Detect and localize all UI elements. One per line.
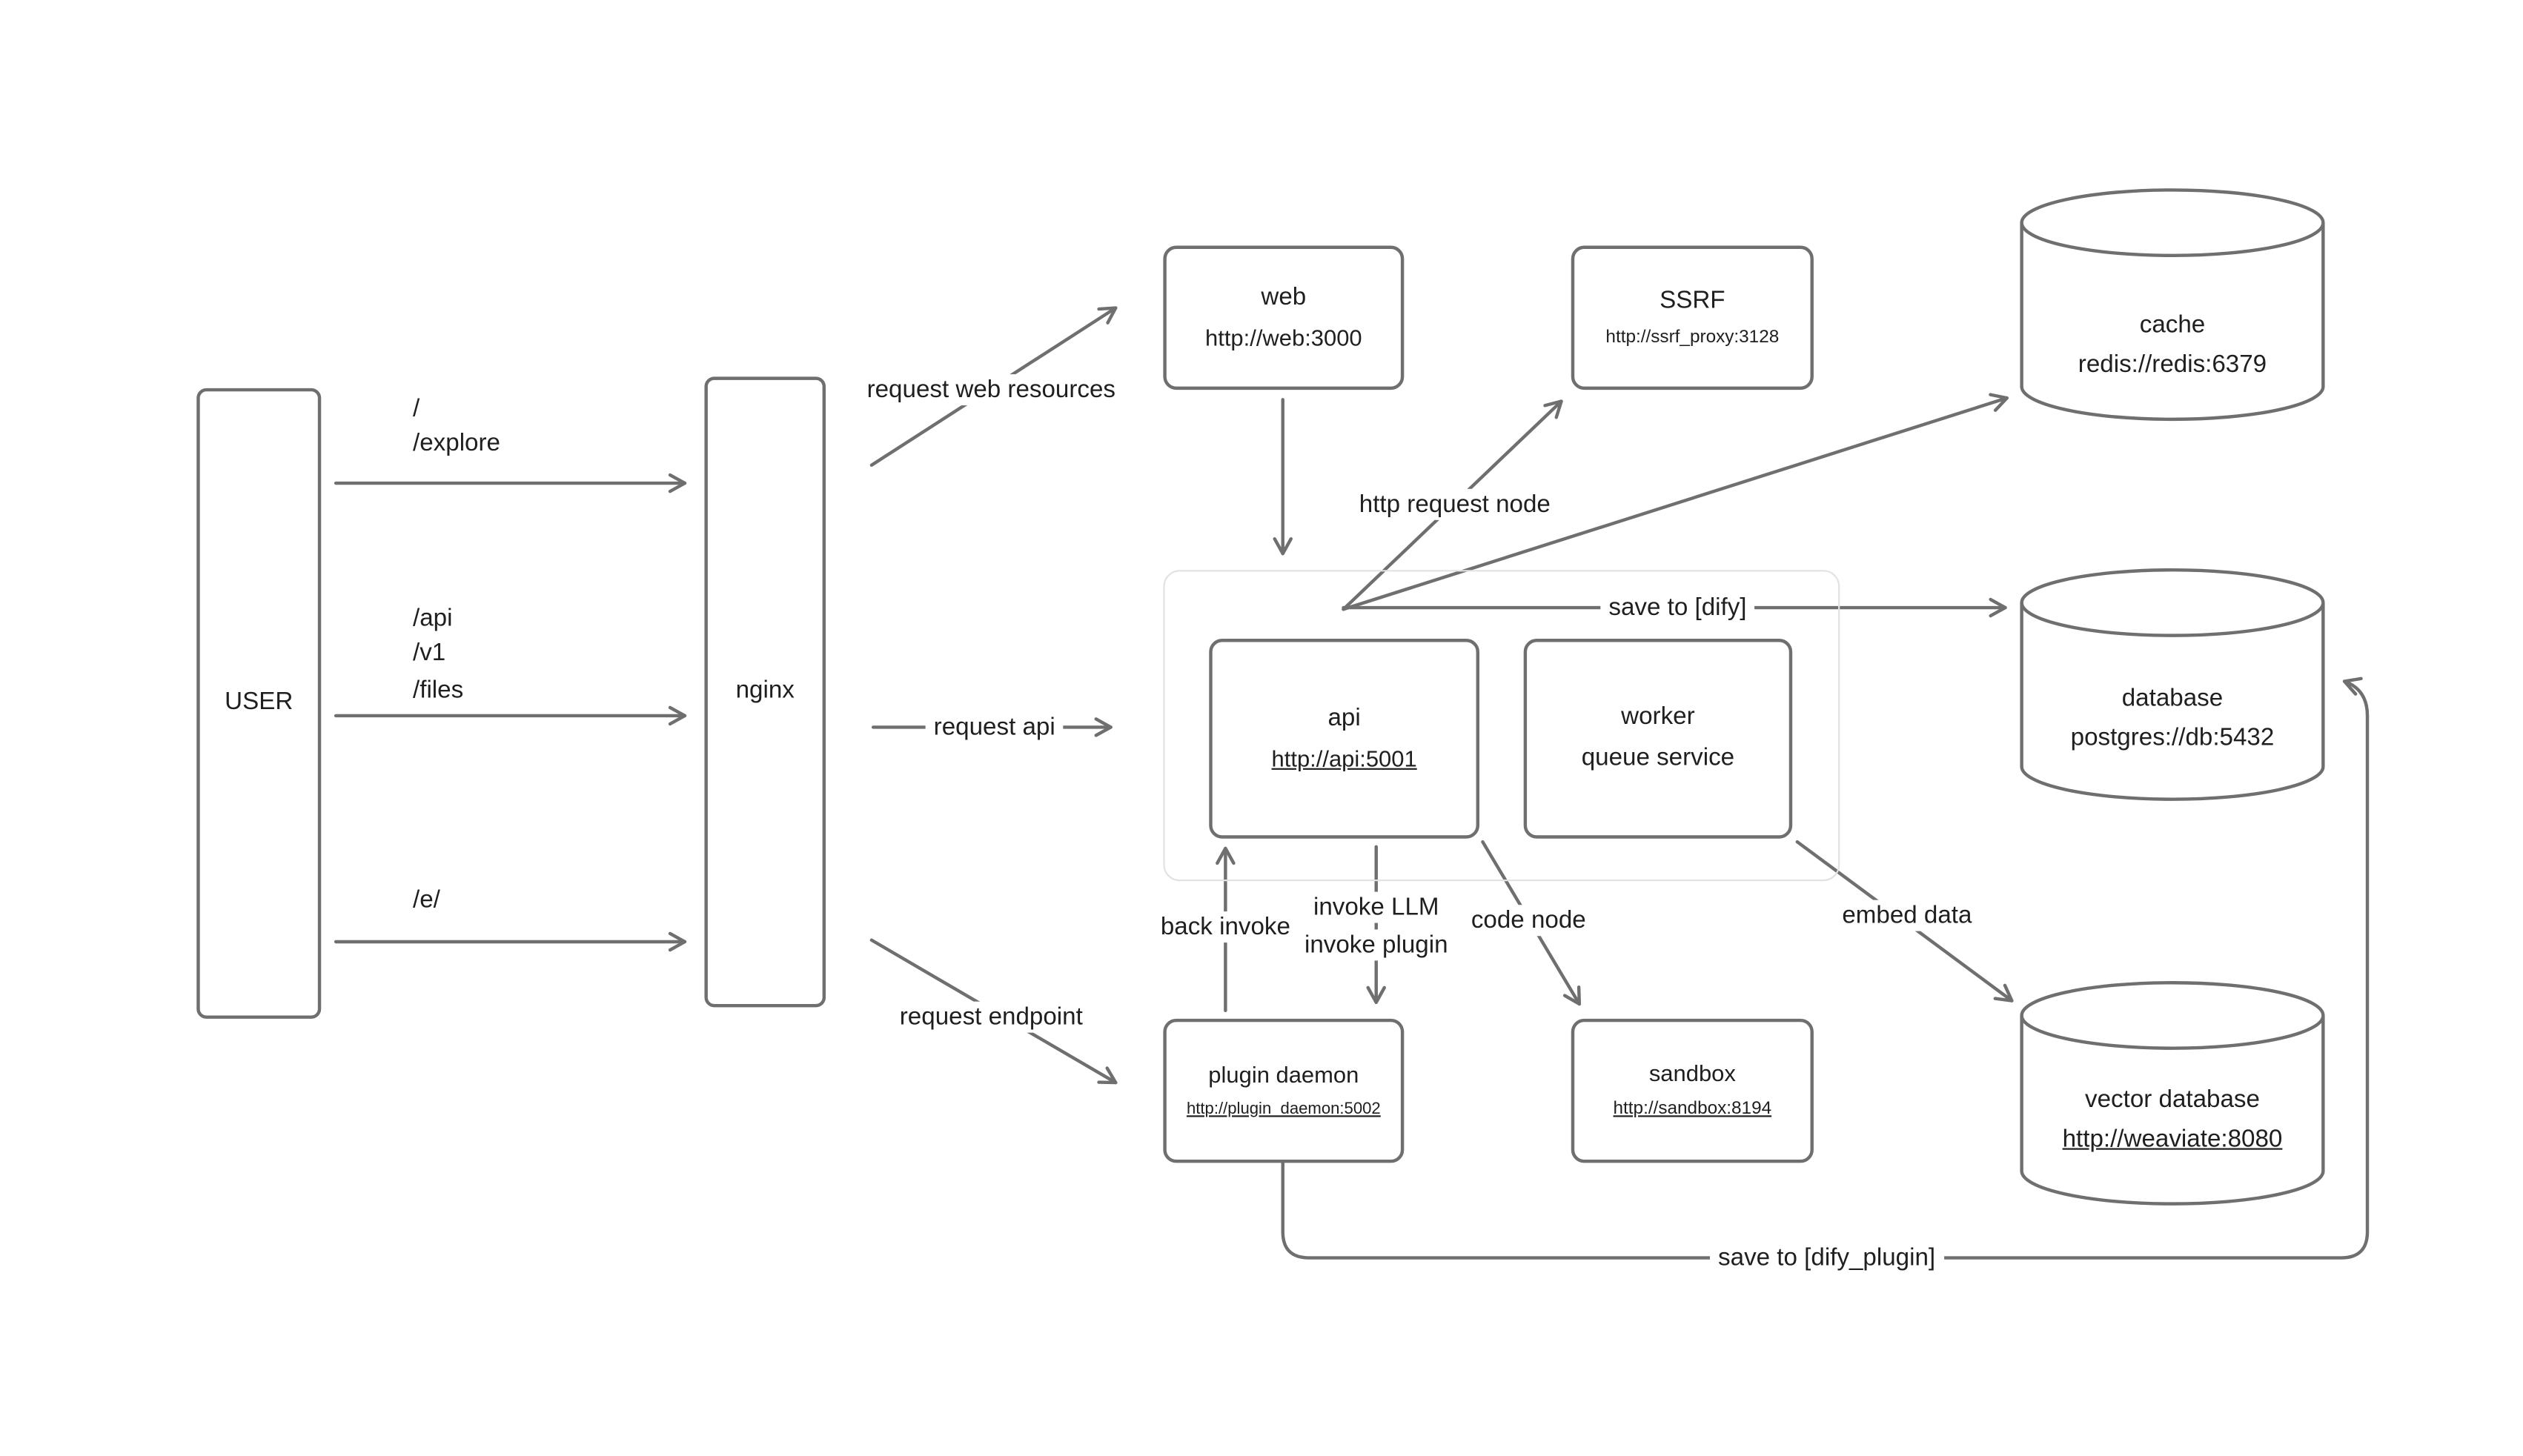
- worker-title: worker: [1621, 702, 1695, 731]
- web-title: web: [1261, 283, 1307, 311]
- plugin-daemon-title: plugin daemon: [1208, 1061, 1359, 1088]
- web-node: web http://web:3000: [1163, 245, 1405, 390]
- cache-node: cache redis://redis:6379: [2022, 311, 2324, 381]
- sandbox-node: sandbox http://sandbox:8194: [1571, 1018, 1814, 1163]
- edge-label-http-request-node: http request node: [1350, 488, 1559, 520]
- plugin-daemon-node: plugin daemon http://plugin_daemon:5002: [1163, 1018, 1405, 1163]
- user-node: USER: [196, 388, 322, 1019]
- route-root: /: [413, 394, 420, 423]
- edge-label-save-to-dify: save to [dify]: [1600, 592, 1755, 624]
- route-files: /files: [413, 676, 464, 705]
- database-node: database postgres://db:5432: [2022, 685, 2324, 754]
- vector-database-node: vector database http://weaviate:8080: [2022, 1086, 2324, 1155]
- route-v1: /v1: [413, 639, 446, 667]
- edge-label-request-api: request api: [925, 711, 1064, 743]
- edge-api-cache: [1342, 393, 2009, 611]
- database-cylinder: [2020, 568, 2325, 801]
- cache-url: redis://redis:6379: [2078, 350, 2267, 379]
- route-api: /api: [413, 604, 453, 633]
- cache-cylinder: [2020, 188, 2325, 422]
- ssrf-node: SSRF http://ssrf_proxy:3128: [1571, 245, 1814, 390]
- api-worker-group: [1163, 570, 1840, 882]
- nginx-label: nginx: [735, 677, 795, 705]
- vector-database-title: vector database: [2085, 1086, 2260, 1114]
- vector-database-cylinder: [2020, 981, 2325, 1206]
- vector-database-url: http://weaviate:8080: [2062, 1124, 2283, 1153]
- worker-node: worker queue service: [1523, 639, 1793, 839]
- edge-label-code-node: code node: [1462, 905, 1594, 937]
- ssrf-url: http://ssrf_proxy:3128: [1605, 326, 1780, 347]
- nginx-node: nginx: [704, 376, 826, 1008]
- edge-label-invoke-llm: invoke LLM: [1304, 891, 1448, 923]
- plugin-daemon-url: http://plugin_daemon:5002: [1186, 1100, 1381, 1118]
- edge-label-save-to-dify-plugin: save to [dify_plugin]: [1710, 1242, 1944, 1274]
- api-node: api http://api:5001: [1209, 639, 1479, 839]
- database-title: database: [2121, 684, 2224, 713]
- api-url: http://api:5001: [1271, 744, 1417, 771]
- edge-label-embed-data: embed data: [1834, 900, 1980, 931]
- edge-label-request-endpoint: request endpoint: [891, 1001, 1091, 1033]
- edge-label-back-invoke: back invoke: [1152, 911, 1299, 943]
- ssrf-title: SSRF: [1660, 286, 1725, 314]
- cache-title: cache: [2139, 310, 2206, 339]
- worker-subtitle: queue service: [1581, 743, 1735, 772]
- route-e: /e/: [413, 885, 440, 914]
- api-title: api: [1327, 704, 1361, 732]
- edge-plugin-daemon-database: [1281, 677, 2370, 1260]
- edge-label-invoke-plugin: invoke plugin: [1296, 929, 1456, 961]
- sandbox-url: http://sandbox:8194: [1613, 1098, 1772, 1119]
- sandbox-title: sandbox: [1648, 1060, 1736, 1087]
- edge-label-request-web-resources: request web resources: [858, 374, 1124, 406]
- web-url: http://web:3000: [1205, 323, 1362, 350]
- user-label: USER: [225, 688, 294, 717]
- database-url: postgres://db:5432: [2070, 723, 2275, 752]
- route-explore: /explore: [413, 429, 501, 457]
